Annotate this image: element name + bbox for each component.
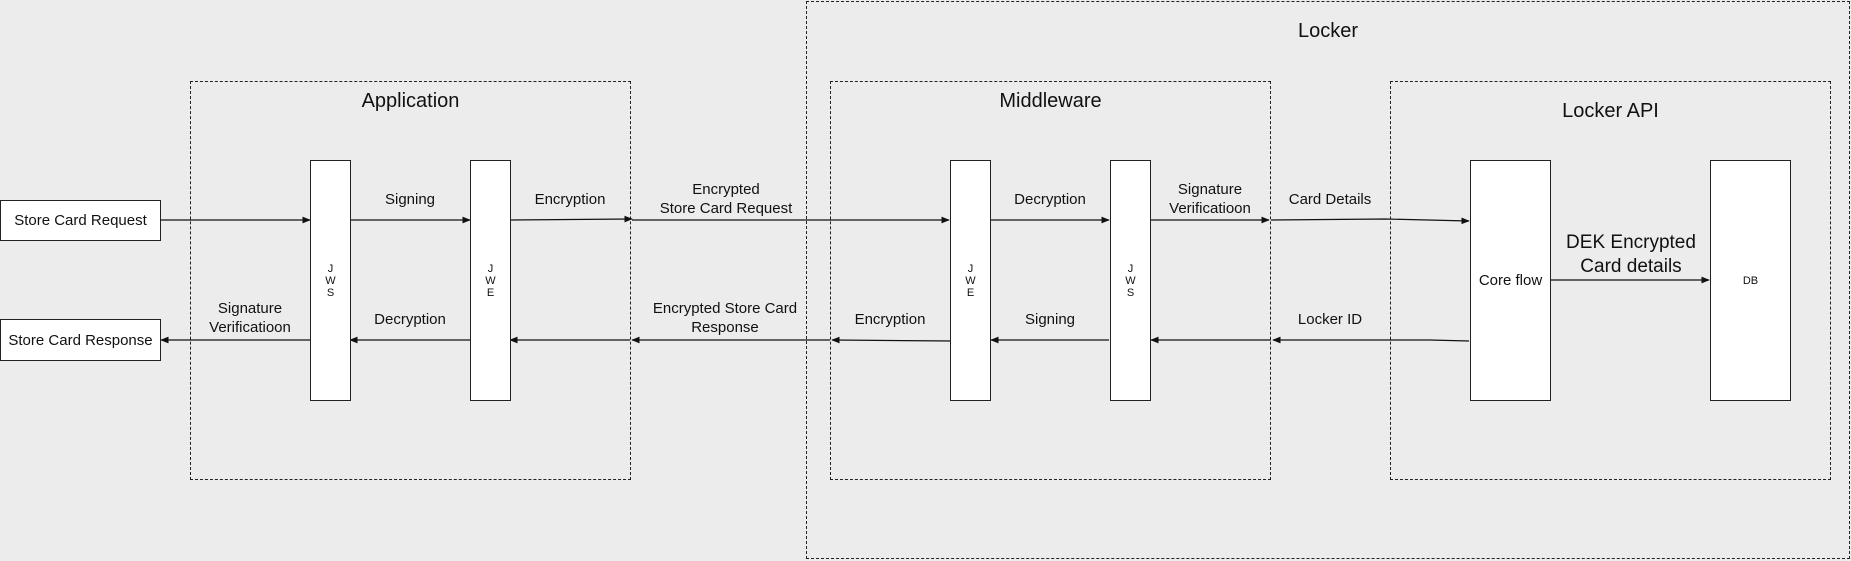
signing-top-label: Signing [384, 191, 436, 208]
dek-encrypted-label: DEK Encrypted Card details [1566, 232, 1696, 277]
encryption-top-label: Encryption [534, 191, 606, 208]
locker-id-label: Locker ID [1297, 311, 1363, 328]
mw-jwe-letter: W [965, 274, 976, 287]
arrow-core-flow-to-mw-boundary [1272, 336, 1470, 344]
mw-jwe-letter: J [967, 262, 974, 275]
mw-jws-block: J W S [1110, 160, 1151, 401]
card-details-label: Card Details [1288, 191, 1372, 208]
mw-jws-letter: S [1126, 286, 1135, 299]
arrow-mw-jwe-to-mw-boundary [831, 336, 954, 344]
app-jws-letter: S [326, 286, 335, 299]
store-card-response-box: Store Card Response [0, 319, 161, 361]
app-jws-letter: W [325, 274, 336, 287]
encryption-bottom-label: Encryption [854, 311, 926, 328]
app-jwe-letter: J [487, 262, 494, 275]
signature-verification-top-label: Signature Verificatioon [1169, 181, 1251, 217]
mw-jwe-letter: E [966, 286, 975, 299]
app-jwe-letter: W [485, 274, 496, 287]
middleware-zone-title: Middleware [999, 90, 1102, 112]
locker-api-zone: Locker API [1390, 81, 1831, 480]
store-card-request-box: Store Card Request [0, 200, 161, 241]
app-jwe-letter: E [486, 286, 495, 299]
app-jws-block: J W S [310, 160, 351, 401]
arrow-app-jwe-to-app-boundary [509, 215, 633, 223]
locker-api-zone-title: Locker API [1562, 100, 1659, 122]
decryption-top-label: Decryption [1014, 191, 1086, 208]
db-block: DB [1710, 160, 1791, 401]
locker-zone-title: Locker [1297, 20, 1359, 42]
core-flow-block: Core flow [1470, 160, 1551, 401]
encrypted-request-label: Encrypted Store Card Request [659, 181, 793, 217]
middleware-zone: Middleware [830, 81, 1271, 480]
arrow-mw-boundary-to-core-flow [1270, 217, 1470, 225]
app-jws-letter: J [327, 262, 334, 275]
store-card-response-label: Store Card Response [8, 331, 153, 349]
locker-zone: Locker [806, 1, 1850, 559]
core-flow-label: Core flow [1478, 272, 1543, 289]
app-jwe-block: J W E [470, 160, 511, 401]
mw-jws-letter: W [1125, 274, 1136, 287]
mw-jws-letter: J [1127, 262, 1134, 275]
db-label: DB [1742, 274, 1759, 287]
signing-bottom-label: Signing [1024, 311, 1076, 328]
decryption-bottom-label: Decryption [374, 311, 446, 328]
signature-verification-bottom-label: Signature Verificatioon [209, 300, 291, 336]
store-card-request-label: Store Card Request [14, 212, 147, 229]
application-zone: Application [190, 81, 631, 480]
application-zone-title: Application [361, 90, 460, 112]
mw-jwe-block: J W E [950, 160, 991, 401]
encrypted-response-label: Encrypted Store Card Response [652, 300, 798, 336]
